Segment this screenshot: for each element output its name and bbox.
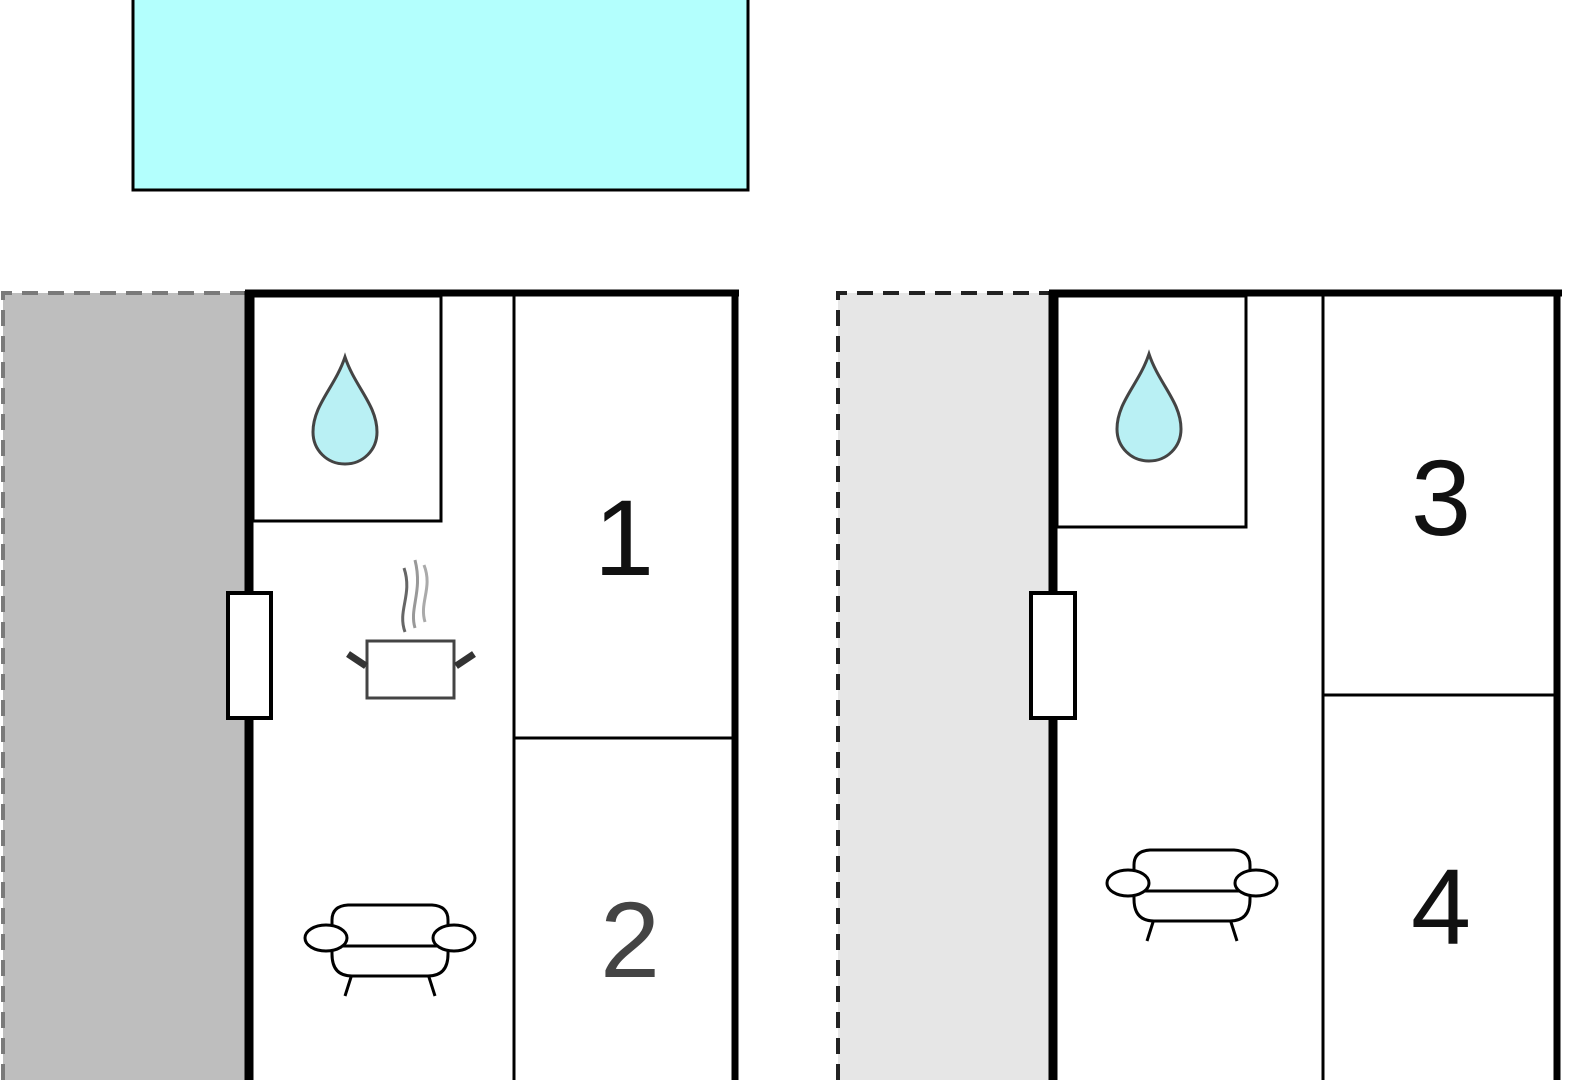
water-drop-icon [311,355,379,466]
bathroom-right [1055,294,1248,529]
room-number-1: 1 [594,477,654,598]
entrance-door-right [1029,591,1077,720]
terrace-left [3,293,248,1080]
water-drop-icon [1115,352,1183,463]
terrace-left-dashed-outline [1,291,246,1080]
room-number-3: 3 [1411,437,1471,558]
sofa-icon [303,903,477,998]
cooking-pot-icon [346,559,476,700]
unit-left-walls [244,289,739,1080]
terrace-right [838,293,1052,1080]
sofa-icon [1105,848,1279,943]
room-number-4: 4 [1411,846,1471,967]
bathroom-left [251,294,443,523]
entrance-door-left [226,591,273,720]
terrace-right-dashed-outline [836,291,1050,1080]
pool [131,0,750,192]
room-number-2: 2 [600,879,660,1000]
